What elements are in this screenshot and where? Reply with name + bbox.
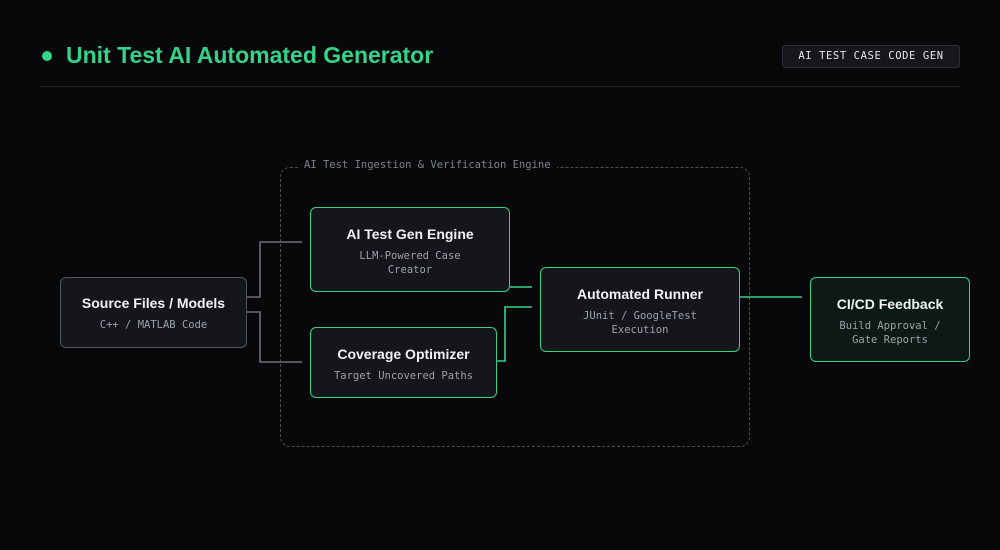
- node-ai-test-gen-engine[interactable]: AI Test Gen Engine LLM-Powered Case Crea…: [310, 207, 510, 292]
- node-coverage-optimizer-subtitle: Target Uncovered Paths: [333, 370, 474, 382]
- node-coverage-optimizer-title: Coverage Optimizer: [337, 346, 470, 362]
- node-ai-test-gen-engine-subtitle: LLM-Powered Case Creator: [359, 250, 461, 276]
- node-source-files-title: Source Files / Models: [81, 295, 226, 311]
- node-automated-runner-title: Automated Runner: [577, 286, 703, 302]
- title-bullet-icon: [42, 51, 52, 61]
- node-automated-runner[interactable]: Automated Runner JUnit / GoogleTest Exec…: [540, 267, 740, 352]
- link-coverage-to-runner: [497, 306, 532, 362]
- node-cicd-feedback-subtitle: Build Approval / Gate Reports: [839, 320, 941, 346]
- page-title: Unit Test AI Automated Generator: [66, 42, 434, 68]
- node-cicd-feedback[interactable]: CI/CD Feedback Build Approval / Gate Rep…: [810, 277, 970, 362]
- node-coverage-optimizer[interactable]: Coverage Optimizer Target Uncovered Path…: [310, 327, 497, 398]
- node-source-files-subtitle: C++ / MATLAB Code: [99, 319, 208, 331]
- header-divider: [40, 86, 960, 87]
- node-cicd-feedback-title: CI/CD Feedback: [836, 296, 944, 312]
- engine-group-label: AI Test Ingestion & Verification Engine: [298, 158, 557, 172]
- node-automated-runner-subtitle: JUnit / GoogleTest Execution: [583, 310, 697, 336]
- node-source-files[interactable]: Source Files / Models C++ / MATLAB Code: [60, 277, 247, 348]
- node-ai-test-gen-engine-title: AI Test Gen Engine: [346, 226, 474, 242]
- header-badge: AI TEST CASE CODE GEN: [782, 45, 960, 68]
